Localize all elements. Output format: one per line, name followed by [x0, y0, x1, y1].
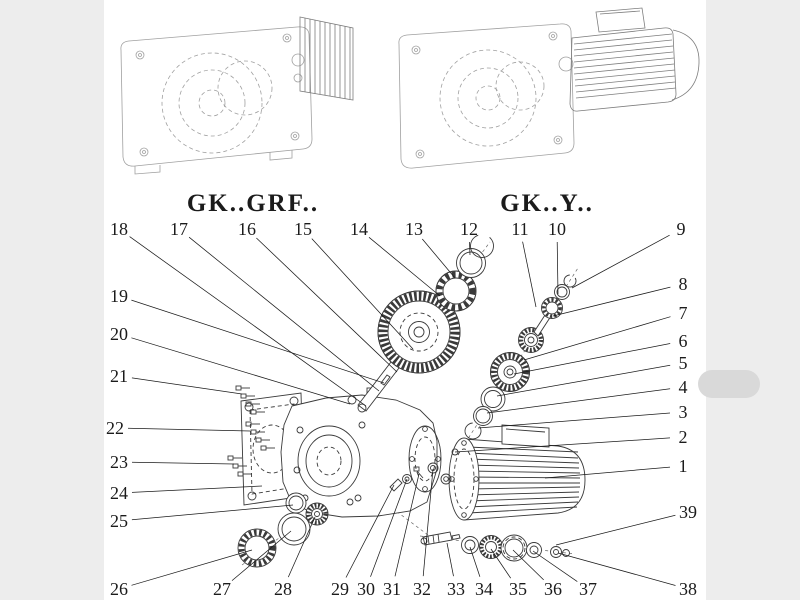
- callout-31: 31: [383, 579, 401, 599]
- callout-32: 32: [413, 579, 431, 599]
- callout-18: 18: [110, 219, 128, 239]
- leader-line-12: [469, 241, 471, 256]
- callout-7: 7: [678, 303, 688, 323]
- callout-23: 23: [110, 452, 128, 472]
- leader-line-18: [129, 236, 367, 407]
- leader-line-4: [486, 388, 671, 414]
- callout-20: 20: [110, 324, 128, 344]
- callout-13: 13: [405, 219, 423, 239]
- leader-line-22: [127, 427, 251, 432]
- motor: [440, 424, 586, 521]
- leader-line-11: [522, 241, 537, 308]
- y-motor: [569, 7, 700, 112]
- leader-line-10: [556, 241, 559, 295]
- callout-24: 24: [110, 483, 128, 503]
- leader-line-32: [422, 468, 434, 577]
- gearbox-grf-drawing: [120, 16, 354, 175]
- callout-leader-lines: [127, 234, 676, 586]
- leader-line-29: [345, 484, 395, 578]
- callout-3: 3: [678, 402, 688, 422]
- leader-line-3: [477, 412, 671, 429]
- callout-36: 36: [544, 579, 562, 599]
- leader-line-37: [532, 550, 578, 582]
- callout-29: 29: [331, 579, 349, 599]
- leader-line-30: [370, 478, 408, 577]
- main-gear: [377, 290, 461, 374]
- pinion-assembly: [518, 274, 577, 353]
- callout-16: 16: [238, 219, 256, 239]
- leader-line-26: [131, 549, 253, 586]
- callout-2: 2: [678, 427, 688, 447]
- callout-1: 1: [678, 456, 688, 476]
- leader-line-2: [454, 437, 671, 453]
- leader-line-25: [131, 504, 294, 521]
- callout-34: 34: [475, 579, 493, 599]
- leader-line-15: [311, 238, 414, 350]
- leader-line-13: [422, 238, 456, 279]
- callout-12: 12: [460, 219, 478, 239]
- leader-line-35: [490, 548, 512, 579]
- callout-19: 19: [110, 286, 128, 306]
- leader-line-23: [131, 461, 235, 465]
- callout-38: 38: [679, 579, 697, 599]
- flange-bolts: [227, 385, 275, 477]
- leader-line-28: [287, 516, 316, 578]
- main-bearing-and-rings: [435, 234, 494, 312]
- callout-21: 21: [110, 366, 128, 386]
- leader-line-20: [131, 337, 351, 405]
- output-shaft-assembly: [420, 531, 570, 562]
- leader-line-39: [555, 514, 676, 546]
- leader-line-31: [394, 473, 420, 577]
- leader-line-1: [544, 466, 671, 479]
- callout-39: 39: [679, 502, 697, 522]
- callout-4: 4: [678, 377, 688, 397]
- leader-line-5: [496, 364, 671, 397]
- callout-37: 37: [579, 579, 597, 599]
- output-bearing-set: [237, 492, 329, 568]
- leader-line-27: [231, 530, 292, 581]
- variant-title-y: GK..Y..: [500, 190, 594, 217]
- callout-10: 10: [548, 219, 566, 239]
- leader-line-34: [469, 546, 481, 577]
- callout-26: 26: [110, 579, 128, 599]
- callout-11: 11: [511, 219, 529, 239]
- leader-line-17: [188, 236, 380, 392]
- leader-line-36: [512, 549, 544, 581]
- callout-28: 28: [274, 579, 292, 599]
- callout-33: 33: [447, 579, 465, 599]
- callout-27: 27: [213, 579, 231, 599]
- callout-35: 35: [509, 579, 527, 599]
- leader-line-16: [256, 237, 398, 373]
- callout-8: 8: [678, 274, 688, 294]
- leader-line-38: [557, 552, 676, 586]
- callout-14: 14: [350, 219, 368, 239]
- callout-5: 5: [678, 353, 688, 373]
- leader-line-7: [523, 316, 671, 361]
- grf-input-cover: [299, 16, 354, 101]
- leader-line-33: [446, 542, 454, 577]
- gearbox-y-drawing: [398, 7, 700, 169]
- callout-17: 17: [170, 219, 188, 239]
- leader-line-19: [131, 299, 385, 384]
- callout-6: 6: [678, 331, 688, 351]
- gray-artifact: [698, 370, 760, 398]
- leader-line-24: [131, 485, 263, 493]
- left-margin: [0, 0, 104, 600]
- callout-22: 22: [106, 418, 124, 438]
- callout-9: 9: [676, 219, 686, 239]
- leader-line-8: [552, 286, 671, 317]
- leader-line-21: [131, 377, 243, 395]
- callout-30: 30: [357, 579, 375, 599]
- leader-line-9: [571, 234, 670, 289]
- leader-line-14: [368, 237, 441, 297]
- exploded-view: [227, 234, 586, 568]
- variant-title-grf: GK..GRF..: [186, 190, 320, 217]
- intermediate-gear-stack: [464, 352, 530, 440]
- callout-25: 25: [110, 511, 128, 531]
- leader-line-6: [513, 343, 671, 375]
- callout-15: 15: [294, 219, 312, 239]
- right-margin: [706, 0, 800, 600]
